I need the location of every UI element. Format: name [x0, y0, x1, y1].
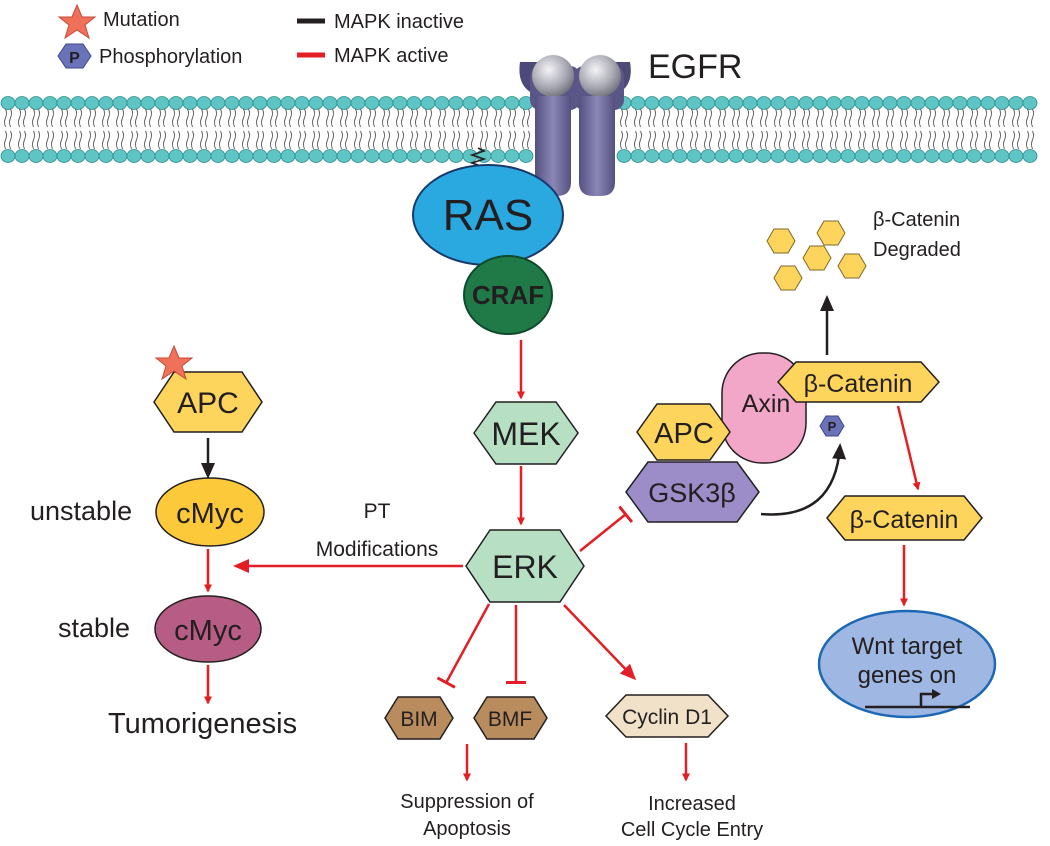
mek-node [473, 401, 579, 465]
edge-erk-bim-inhibit [436, 603, 491, 689]
fragment-hexagon [802, 245, 832, 271]
cyclin-d1-label: Cyclin D1 [622, 706, 712, 729]
pt-label-line1: PT [364, 500, 391, 523]
beta-catenin-complex-node [776, 361, 941, 403]
wnt-label-line1: Wnt target [852, 633, 963, 660]
edge-erk-gsk3b-inhibit [579, 505, 634, 552]
apc-complex-node [636, 403, 731, 461]
wnt-label-line2: genes on [858, 662, 957, 689]
cell-membrane [0, 96, 1038, 163]
edge-erk-cyclin [563, 604, 637, 681]
promoter-arrow-icon [865, 689, 970, 709]
fragment-hexagon [837, 253, 867, 279]
legend-phospho-symbol: P [69, 50, 80, 67]
craf-node [463, 255, 553, 335]
beta-catenin-degraded-line2: Degraded [873, 239, 961, 261]
tumorigenesis-label: Tumorigenesis [108, 708, 297, 740]
bmf-label: BMF [488, 708, 532, 731]
ras-label: RAS [443, 191, 533, 240]
cell-cycle-label-line2: Cell Cycle Entry [621, 819, 763, 841]
legend-mutation-label: Mutation [103, 9, 180, 31]
axin-label: Axin [742, 390, 791, 418]
pt-label-line2: Modifications [316, 538, 439, 561]
degraded-fragments [766, 220, 867, 291]
beta-catenin-free-node [826, 495, 983, 541]
wnt-target-genes-node [817, 609, 997, 719]
erk-node [465, 529, 585, 603]
apoptosis-label-line1: Suppression of [400, 791, 534, 813]
phospho-badge-icon [819, 415, 845, 437]
egfr-label: EGFR [648, 48, 742, 86]
cmyc-unstable-label: cMyc [176, 498, 244, 530]
legend-active-label: MAPK active [334, 45, 448, 67]
beta-catenin-complex-label: β-Catenin [804, 370, 913, 398]
beta-catenin-degraded-line1: β-Catenin [873, 209, 960, 231]
apc-left-label: APC [177, 387, 239, 420]
mek-label: MEK [491, 416, 560, 452]
fragment-hexagon [816, 220, 846, 246]
stable-label: stable [58, 613, 130, 643]
edge-bcat-free [896, 405, 921, 491]
legend: Mutation P Phosphorylation MAPK inactive… [57, 3, 464, 69]
cmyc-stable-label: cMyc [174, 615, 242, 647]
bmf-node [473, 696, 548, 740]
fragment-hexagon [766, 228, 796, 254]
craf-label: CRAF [472, 280, 544, 310]
cyclin-d1-node [604, 694, 730, 738]
apc-left-node [153, 371, 263, 433]
gsk3b-node [625, 461, 760, 523]
unstable-label: unstable [30, 496, 132, 526]
legend-inactive-label: MAPK inactive [334, 11, 464, 33]
bim-label: BIM [400, 708, 437, 731]
apc-complex-label: APC [654, 418, 714, 450]
phosphorylation-icon [57, 43, 92, 69]
legend-phosphorylation-label: Phosphorylation [99, 46, 242, 68]
beta-catenin-free-label: β-Catenin [850, 506, 959, 534]
bim-node [384, 696, 454, 740]
phospho-badge-label: P [828, 419, 837, 434]
apc-mutation-star-icon [154, 344, 194, 381]
edge-gsk3b-phosphorylation [760, 443, 847, 516]
fragment-hexagon [773, 265, 803, 291]
cmyc-stable-node [154, 595, 262, 663]
apoptosis-label-line2: Apoptosis [423, 818, 511, 840]
pathway-edges [201, 295, 921, 782]
erk-label: ERK [492, 549, 558, 585]
mutation-star-icon [57, 3, 97, 40]
gsk3b-label: GSK3β [648, 478, 736, 508]
egfr-receptor [519, 55, 631, 196]
cell-cycle-label-line1: Increased [648, 793, 736, 815]
